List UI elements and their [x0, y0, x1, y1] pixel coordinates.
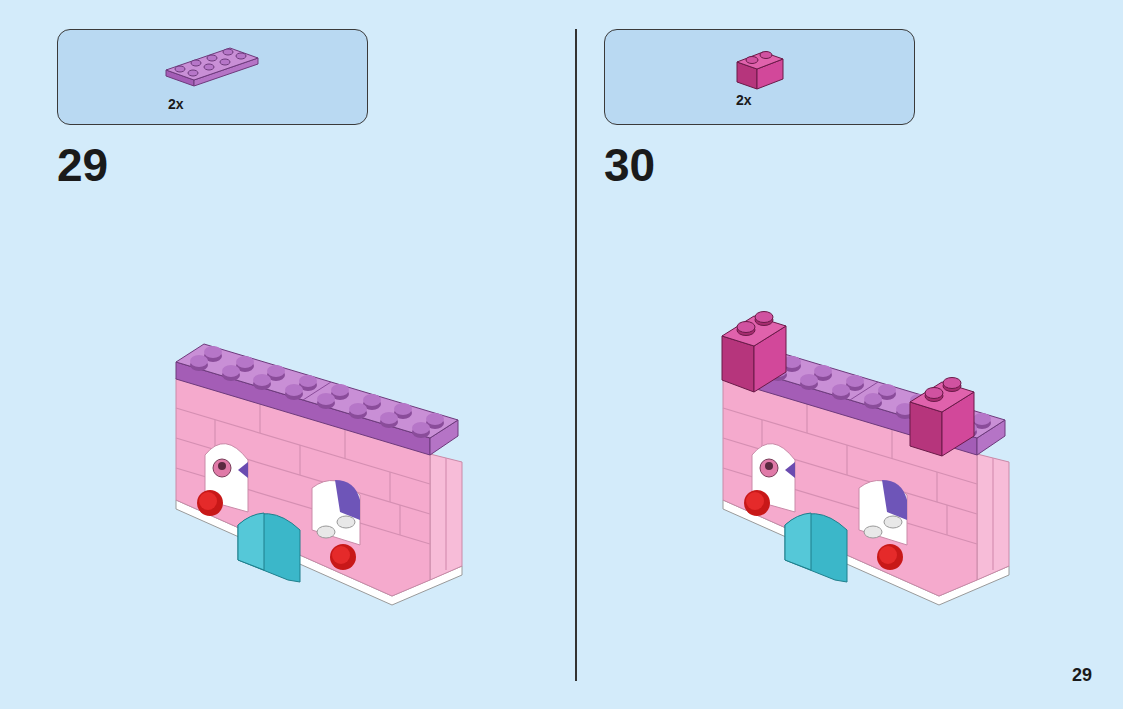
page-number: 29: [1072, 666, 1092, 684]
part-callout-box: 2x: [604, 29, 915, 125]
part-quantity: 2x: [168, 96, 184, 112]
step-divider: [575, 29, 577, 681]
part-callout-box: 2x: [57, 29, 368, 125]
magenta-bricks: [722, 312, 974, 457]
part-quantity: 2x: [736, 92, 752, 108]
step-number: 29: [57, 142, 108, 188]
step-number: 30: [604, 142, 655, 188]
brick-model: [176, 344, 462, 605]
